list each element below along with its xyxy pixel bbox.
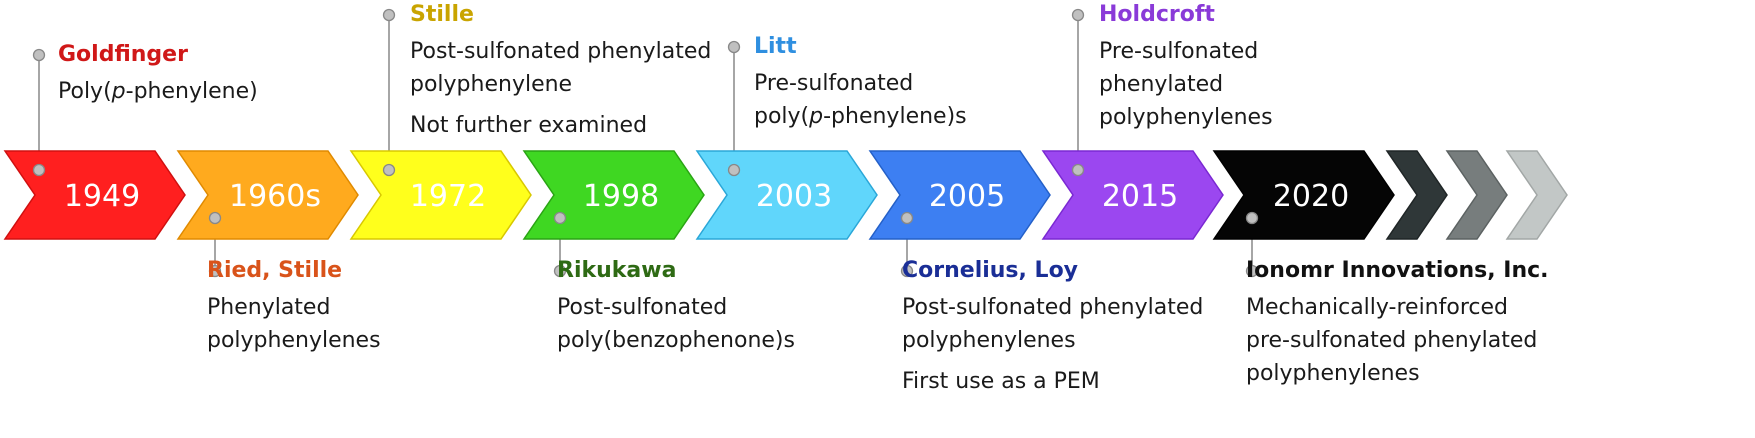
- description-line: polyphenylenes: [1099, 105, 1273, 130]
- anchor-dot-1960s: [208, 211, 222, 225]
- chevron-2005: [868, 150, 1051, 240]
- description-line: poly(benzophenone)s: [557, 328, 795, 353]
- label-dot-1998: [553, 264, 567, 278]
- chevron-1960s: [176, 150, 359, 240]
- year-label-1960s: 1960s: [229, 179, 321, 214]
- label-dot-2020: [1245, 264, 1259, 278]
- description-line: polyphenylenes: [1246, 361, 1420, 386]
- description-line: Post-sulfonated phenylated: [902, 295, 1204, 320]
- author-label-2005: Cornelius, Loy: [902, 258, 1079, 283]
- description-line: Pre-sulfonated: [1099, 39, 1259, 64]
- anchor-dot-2005: [900, 211, 914, 225]
- author-label-1972: Stille: [410, 2, 474, 27]
- description-line: polyphenylenes: [902, 328, 1076, 353]
- description-line: Pre-sulfonated: [754, 71, 914, 96]
- chevron-1998: [522, 150, 705, 240]
- anchor-dot-2015: [1071, 163, 1085, 177]
- author-label-2020: Ionomr Innovations, Inc.: [1246, 258, 1549, 283]
- year-label-2005: 2005: [929, 179, 1005, 214]
- description-line: Not further examined: [410, 113, 648, 138]
- label-dot-2015: [1071, 8, 1085, 22]
- author-label-1998: Rikukawa: [557, 258, 677, 283]
- year-label-2015: 2015: [1102, 179, 1178, 214]
- author-label-1960s: Ried, Stille: [207, 258, 343, 283]
- anchor-dot-1972: [382, 163, 396, 177]
- label-dot-1972: [382, 8, 396, 22]
- year-label-1949: 1949: [64, 179, 140, 214]
- author-label-2015: Holdcroft: [1099, 2, 1215, 27]
- description-line: Mechanically-reinforced: [1246, 295, 1508, 320]
- description-line: phenylated: [1099, 72, 1224, 97]
- chevron-2015: [1041, 150, 1224, 240]
- chevron-1972: [349, 150, 532, 240]
- anchor-dot-2003: [727, 163, 741, 177]
- description-line: Phenylated: [207, 295, 331, 320]
- annotation-2020: Ionomr Innovations, Inc. Mechanically-rei…: [1246, 256, 1549, 388]
- label-dot-1949: [32, 48, 46, 62]
- description-line: First use as a PEM: [902, 369, 1100, 394]
- description-line: pre-sulfonated phenylated: [1246, 328, 1538, 353]
- trailing-chevron-3: [1505, 150, 1568, 240]
- description-line: Post-sulfonated phenylated: [410, 39, 712, 64]
- description-line: polyphenylenes: [207, 328, 381, 353]
- year-label-1998: 1998: [583, 179, 659, 214]
- trailing-chevron-1: [1385, 150, 1448, 240]
- label-dot-1960s: [208, 264, 222, 278]
- label-dot-2005: [900, 264, 914, 278]
- author-label-2003: Litt: [754, 34, 797, 59]
- description-line: polyphenylene: [410, 72, 573, 97]
- author-label-1949: Goldfinger: [58, 42, 188, 67]
- label-dot-2003: [727, 40, 741, 54]
- year-label-2003: 2003: [756, 179, 832, 214]
- chevron-2020: [1212, 150, 1395, 240]
- anchor-dot-1998: [553, 211, 567, 225]
- year-label-2020: 2020: [1273, 179, 1349, 214]
- anchor-dot-1949: [32, 163, 46, 177]
- chevron-2003: [695, 150, 878, 240]
- description-line: poly(p-phenylene)s: [754, 104, 967, 129]
- trailing-chevron-2: [1445, 150, 1508, 240]
- description-line: Poly(p-phenylene): [58, 79, 258, 104]
- anchor-dot-2020: [1245, 211, 1259, 225]
- year-label-1972: 1972: [410, 179, 486, 214]
- description-line: Post-sulfonated: [557, 295, 728, 320]
- chevron-1949: [3, 150, 186, 240]
